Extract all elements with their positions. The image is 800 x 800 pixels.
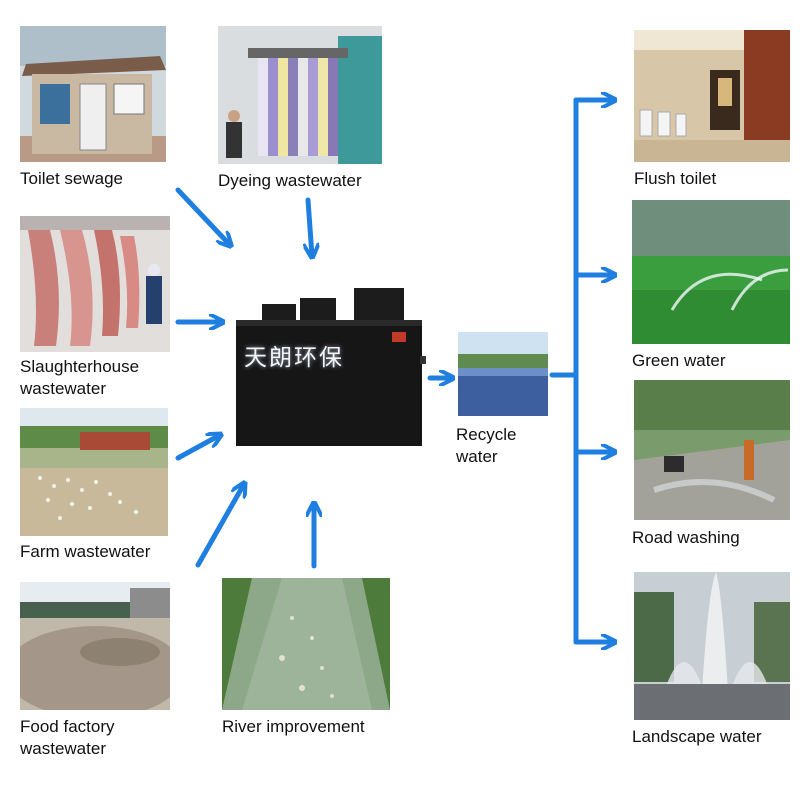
road-washing-label: Road washing <box>632 528 740 547</box>
recycle-water-label: Recycle water <box>456 424 516 468</box>
green-water-photo <box>632 200 790 344</box>
dyeing-wastewater-label: Dyeing wastewater <box>218 171 362 190</box>
treatment-equipment <box>232 286 428 446</box>
food-factory-label-line1: Food factory <box>20 717 115 736</box>
landscape-water-photo <box>634 572 790 720</box>
river-improvement-label: River improvement <box>222 717 365 736</box>
flush-toilet-label: Flush toilet <box>634 169 717 188</box>
toilet-sewage-photo <box>20 26 166 162</box>
landscape-water-label: Landscape water <box>632 727 762 746</box>
slaughterhouse-label-line2: wastewater <box>20 379 106 398</box>
recycle-water-photo <box>458 332 548 416</box>
food-factory-label-line2: wastewater <box>20 739 106 758</box>
recycle-water-label-line1: Recycle <box>456 425 517 444</box>
slaughterhouse-photo <box>20 216 170 352</box>
green-water-label: Green water <box>632 351 726 370</box>
arrow-farm-to-machine <box>175 435 220 461</box>
slaughterhouse-label-line1: Slaughterhouse <box>20 357 140 376</box>
arrow-toilet-to-machine <box>175 187 230 245</box>
brand-text: 天朗环保 <box>244 345 344 371</box>
farm-wastewater-photo <box>20 408 168 536</box>
food-factory-photo <box>20 582 170 710</box>
road-washing-photo <box>634 380 790 520</box>
farm-wastewater-label: Farm wastewater <box>20 542 151 561</box>
food-factory-label: Food factory wastewater <box>20 716 115 760</box>
toilet-sewage-label: Toilet sewage <box>20 169 124 188</box>
dyeing-wastewater-photo <box>218 26 382 164</box>
slaughterhouse-label: Slaughterhouse wastewater <box>20 356 139 400</box>
flush-toilet-photo <box>634 30 790 162</box>
recycle-water-label-line2: water <box>456 447 498 466</box>
arrow-food-to-machine <box>195 484 244 568</box>
river-improvement-photo <box>222 578 390 710</box>
arrow-dyeing-to-machine <box>308 197 312 256</box>
